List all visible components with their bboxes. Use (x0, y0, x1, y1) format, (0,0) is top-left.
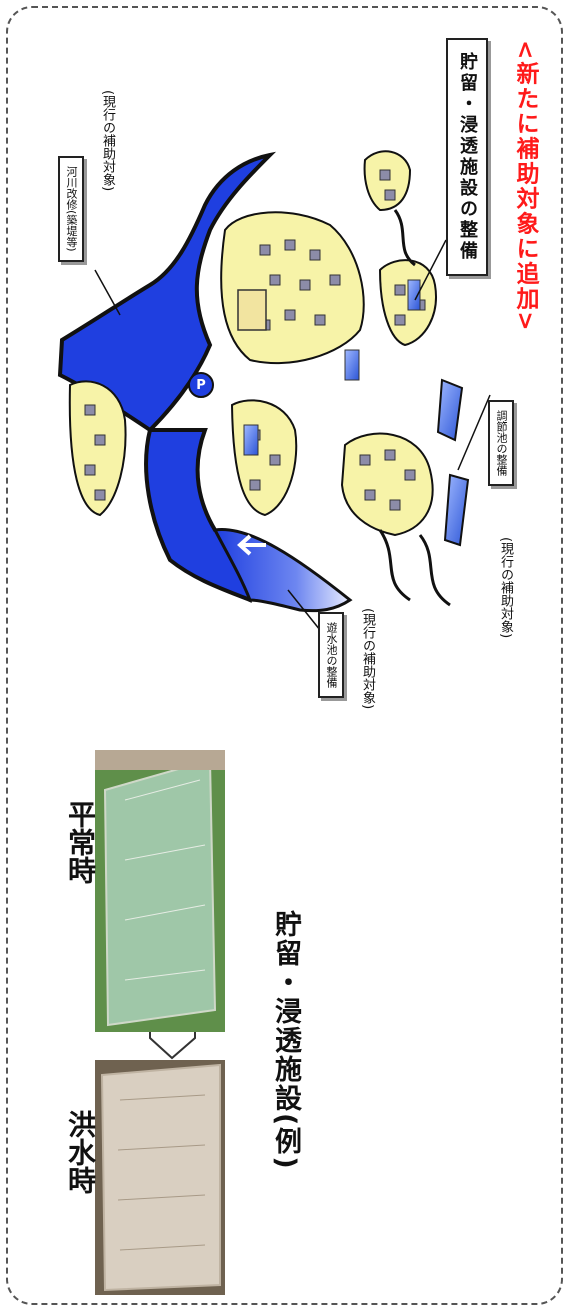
regulating-pond-note: (現行の補助対象) (498, 537, 513, 639)
residential-area-5 (363, 150, 412, 212)
photo-normal (95, 750, 225, 1032)
parking-icon: P (188, 372, 214, 398)
school-building (237, 289, 267, 331)
residential-area-3 (340, 432, 434, 537)
river-tributary (212, 528, 353, 613)
facility-example-caption: 貯留・浸透施設(例) (270, 910, 301, 1171)
regulating-pond-2 (443, 473, 470, 547)
flow-arrow-lower (237, 534, 266, 556)
residential-area-6 (68, 380, 127, 517)
parking-label: P (196, 377, 206, 393)
page-title: <新たに補助対象に追加> (512, 40, 538, 333)
photo-flood-label: 洪水時 (64, 1110, 97, 1194)
leader-line-basin (287, 589, 321, 631)
regulating-pond-label: 調節池の整備 (488, 400, 514, 486)
leader-line-main (414, 239, 447, 301)
storage-facility-1 (407, 279, 421, 311)
regulating-pond-1 (436, 378, 464, 442)
river-improvement-label: 河川改修(築堤等) (58, 156, 84, 262)
main-facility-box: 貯留・浸透施設の整備 (446, 38, 488, 276)
residential-area-2 (230, 399, 298, 517)
storage-facility-3 (243, 424, 259, 456)
dashed-frame (6, 6, 563, 1305)
stream-line-2 (378, 529, 411, 602)
photo-flood (95, 1060, 225, 1295)
storage-facility-2 (344, 349, 360, 381)
stream-line-3 (418, 534, 451, 607)
leader-line-pond (457, 394, 491, 471)
stream-line-1 (393, 209, 416, 267)
leader-line-river (94, 269, 121, 316)
photo-normal-label: 平常時 (64, 800, 97, 884)
residential-area-1 (220, 211, 365, 365)
river-improvement-note: (現行の補助対象) (100, 90, 115, 192)
retarding-basin-label: 遊水池の整備 (318, 612, 344, 698)
retarding-basin-note: (現行の補助対象) (360, 608, 375, 710)
